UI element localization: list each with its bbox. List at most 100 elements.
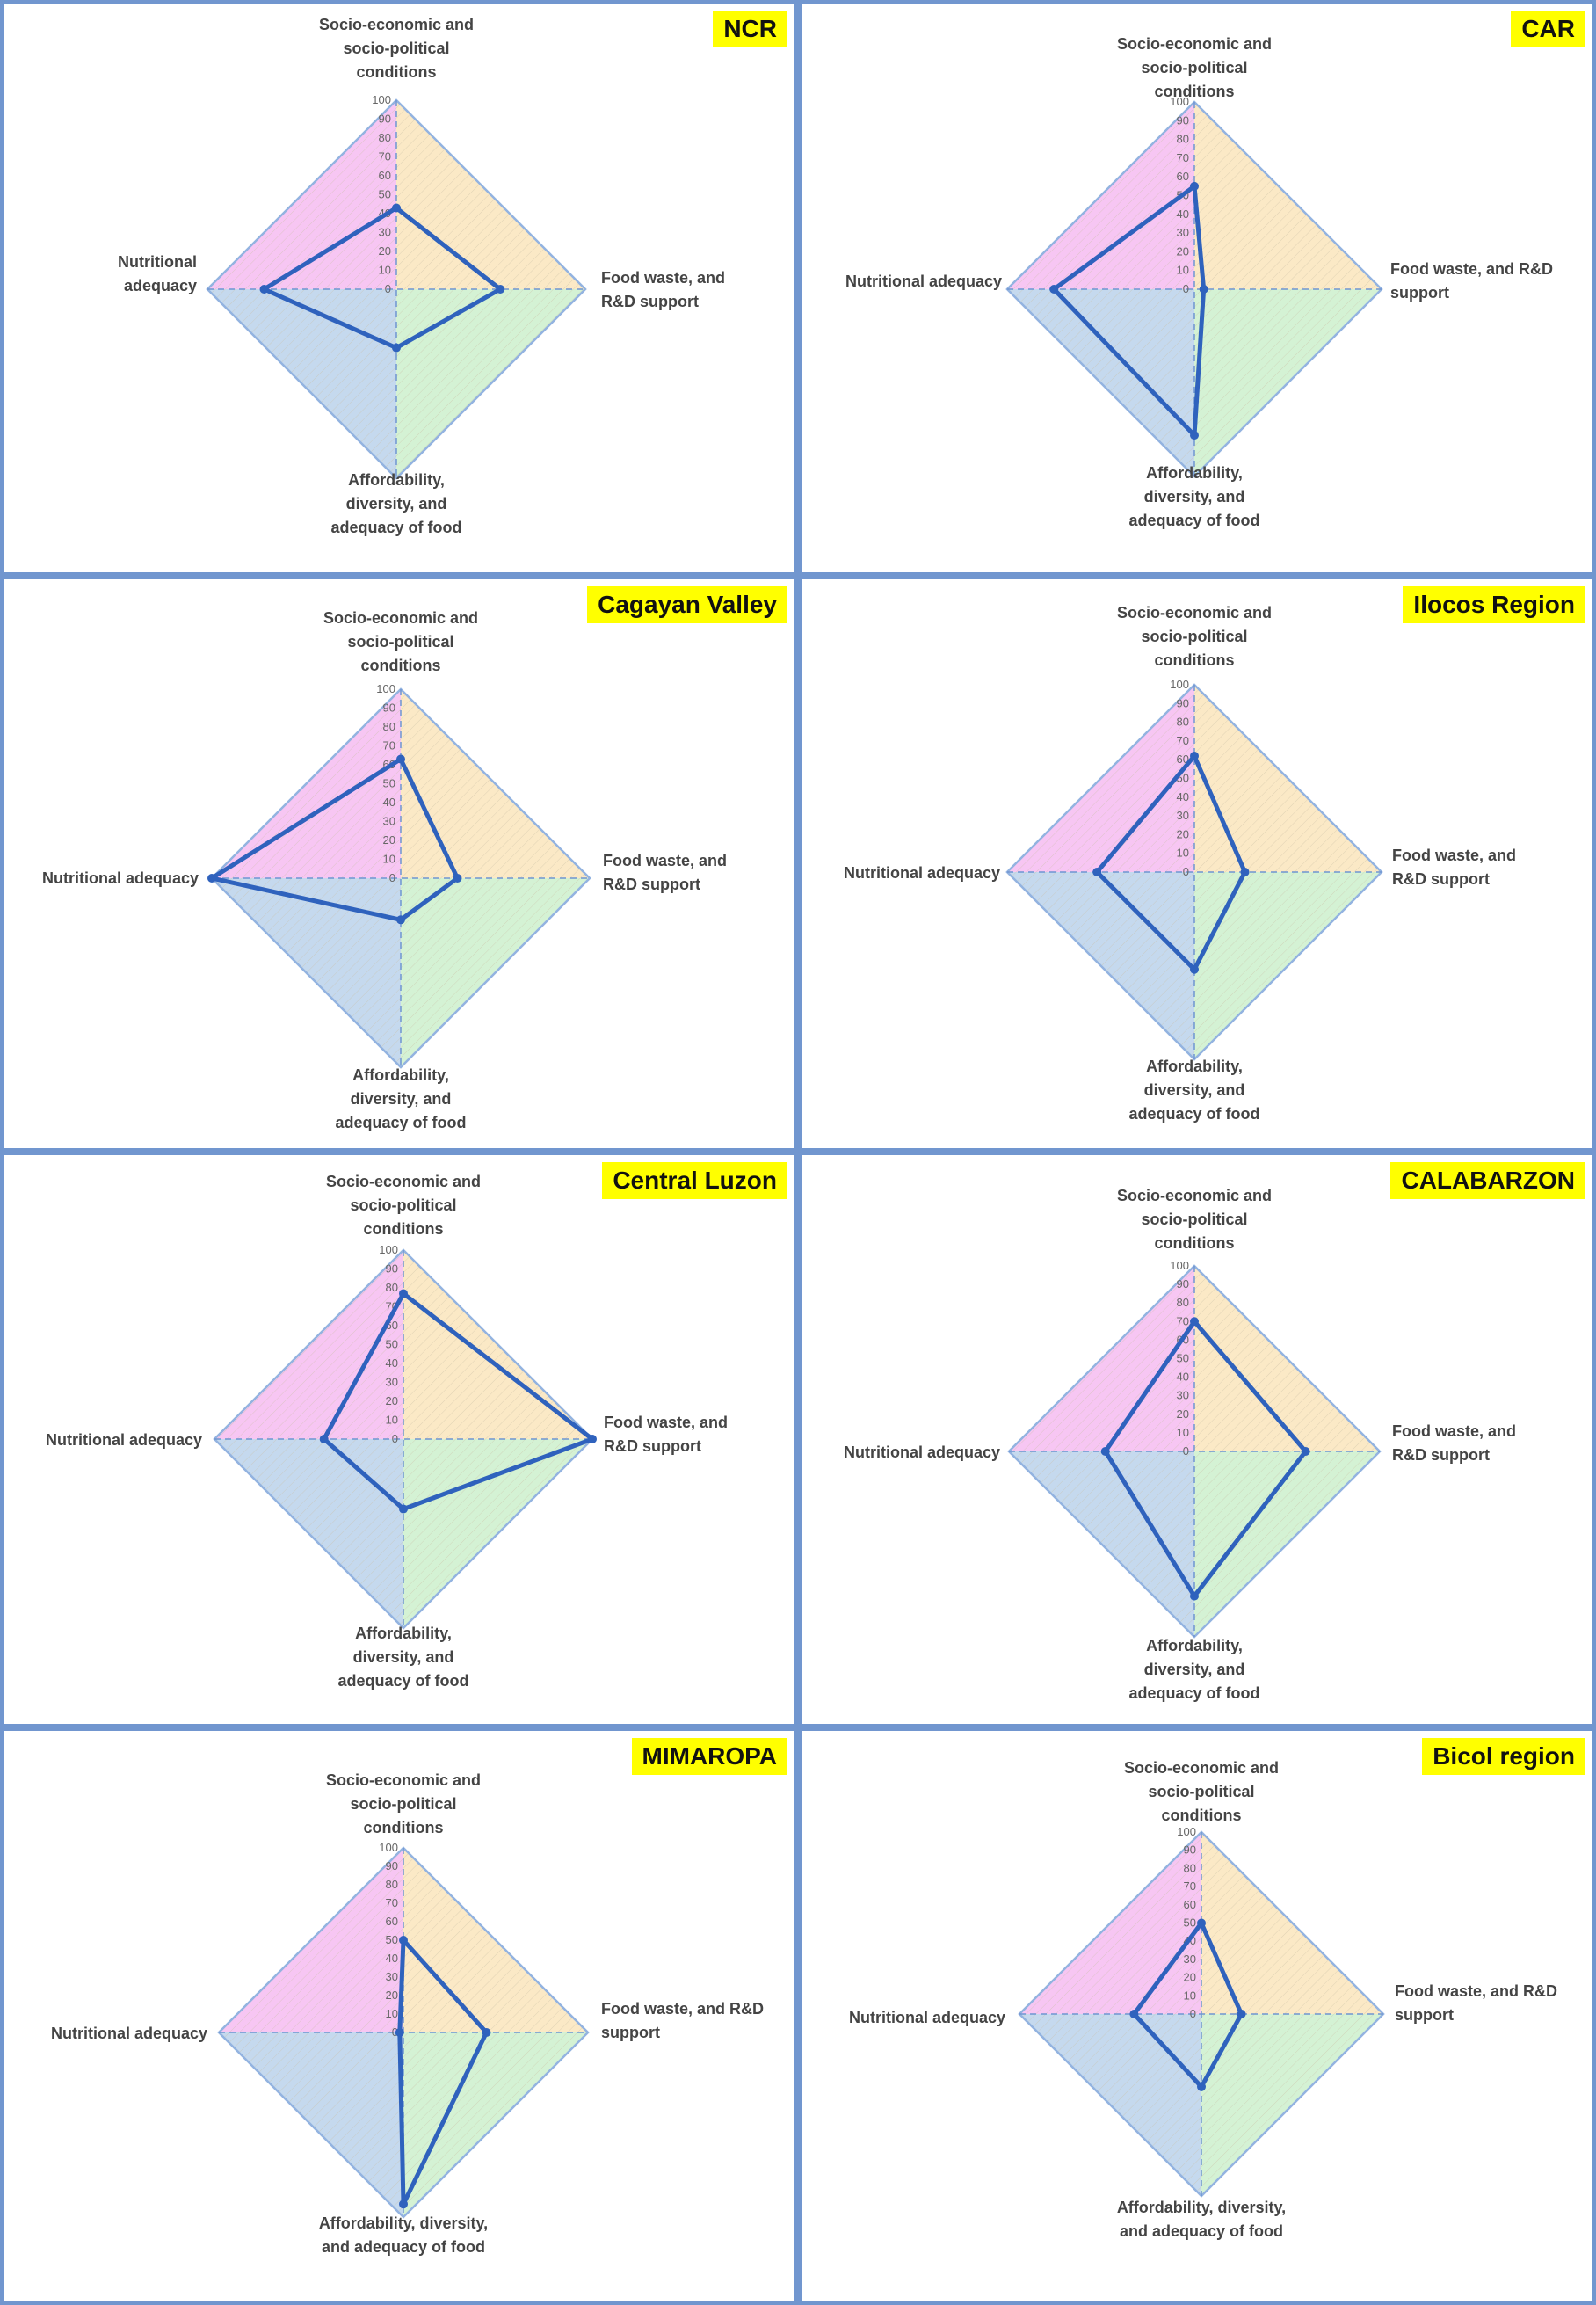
axis-label: Nutritional adequacy <box>844 1443 1000 1461</box>
tick-label: 40 <box>1177 207 1189 221</box>
tick-label: 20 <box>386 1989 398 2002</box>
tick-label: 0 <box>392 1432 398 1445</box>
tick-label: 60 <box>1177 170 1189 183</box>
axis-label: Affordability, diversity,and adequacy of… <box>1117 2199 1286 2240</box>
tick-label: 80 <box>1177 1296 1189 1309</box>
tick-label: 50 <box>379 188 391 201</box>
tick-label: 30 <box>1177 809 1189 822</box>
tick-label: 30 <box>379 226 391 239</box>
tick-label: 100 <box>1170 1259 1189 1272</box>
tick-label: 90 <box>383 702 395 715</box>
tick-label: 60 <box>1184 1898 1196 1911</box>
data-point <box>1100 1447 1110 1456</box>
data-point <box>1301 1447 1310 1456</box>
tick-label: 100 <box>372 93 391 106</box>
region-label: Ilocos Region <box>1403 586 1585 623</box>
tick-label: 100 <box>379 1243 398 1256</box>
region-label: MIMAROPA <box>631 1738 787 1775</box>
tick-label: 40 <box>383 796 395 809</box>
tick-label: 50 <box>386 1338 398 1351</box>
tick-label: 20 <box>1184 1971 1196 1984</box>
tick-label: 100 <box>1177 1825 1196 1838</box>
tick-label: 50 <box>383 777 395 790</box>
data-point <box>1197 1918 1206 1928</box>
region-label: Central Luzon <box>602 1162 787 1199</box>
data-point <box>1190 964 1199 974</box>
tick-label: 30 <box>386 1970 398 1983</box>
tick-label: 50 <box>1177 1352 1189 1365</box>
axis-label: Nutritional adequacy <box>849 2009 1005 2026</box>
tick-label: 90 <box>1177 113 1189 127</box>
tick-label: 80 <box>1177 133 1189 146</box>
tick-label: 90 <box>386 1859 398 1872</box>
axis-label: Nutritional adequacy <box>42 869 199 887</box>
data-point <box>496 285 505 294</box>
data-point <box>482 2028 491 2037</box>
axis-label: Nutritional adequacy <box>845 273 1002 290</box>
region-label: CALABARZON <box>1390 1162 1585 1199</box>
tick-label: 100 <box>1170 678 1189 691</box>
tick-label: 20 <box>386 1394 398 1407</box>
data-point <box>399 1936 408 1945</box>
tick-label: 100 <box>376 682 395 695</box>
data-point <box>1237 2010 1246 2018</box>
tick-label: 60 <box>1177 753 1189 766</box>
tick-label: 30 <box>1184 1952 1196 1966</box>
axis-label: Nutritional adequacy <box>51 2025 207 2042</box>
tick-label: 80 <box>1177 716 1189 729</box>
data-point <box>1190 1317 1199 1327</box>
tick-label: 10 <box>383 853 395 866</box>
tick-label: 90 <box>386 1262 398 1276</box>
data-point <box>1190 751 1199 760</box>
data-point <box>319 1435 329 1443</box>
data-point <box>1092 868 1102 876</box>
tick-label: 60 <box>386 1915 398 1928</box>
tick-label: 90 <box>379 113 391 126</box>
data-point <box>588 1435 597 1443</box>
tick-label: 100 <box>1170 95 1189 108</box>
data-point <box>399 1504 408 1514</box>
tick-label: 70 <box>379 150 391 164</box>
data-point <box>453 874 462 883</box>
axis-label: Nutritional adequacy <box>844 864 1000 882</box>
tick-label: 0 <box>392 2025 398 2039</box>
tick-label: 90 <box>1177 1277 1189 1291</box>
tick-label: 100 <box>379 1841 398 1854</box>
tick-label: 10 <box>1177 1426 1189 1439</box>
data-point <box>392 203 401 213</box>
tick-label: 70 <box>386 1896 398 1909</box>
tick-label: 20 <box>1177 827 1189 840</box>
data-point <box>1190 431 1199 440</box>
region-label: NCR <box>713 11 787 47</box>
tick-label: 30 <box>383 815 395 828</box>
tick-label: 70 <box>383 739 395 753</box>
tick-label: 60 <box>379 169 391 182</box>
tick-label: 80 <box>386 1878 398 1891</box>
tick-label: 10 <box>379 264 391 277</box>
tick-label: 0 <box>1183 1444 1189 1458</box>
outer-diamond <box>210 687 591 1069</box>
tick-label: 70 <box>1177 1314 1189 1327</box>
tick-label: 70 <box>1177 734 1189 747</box>
